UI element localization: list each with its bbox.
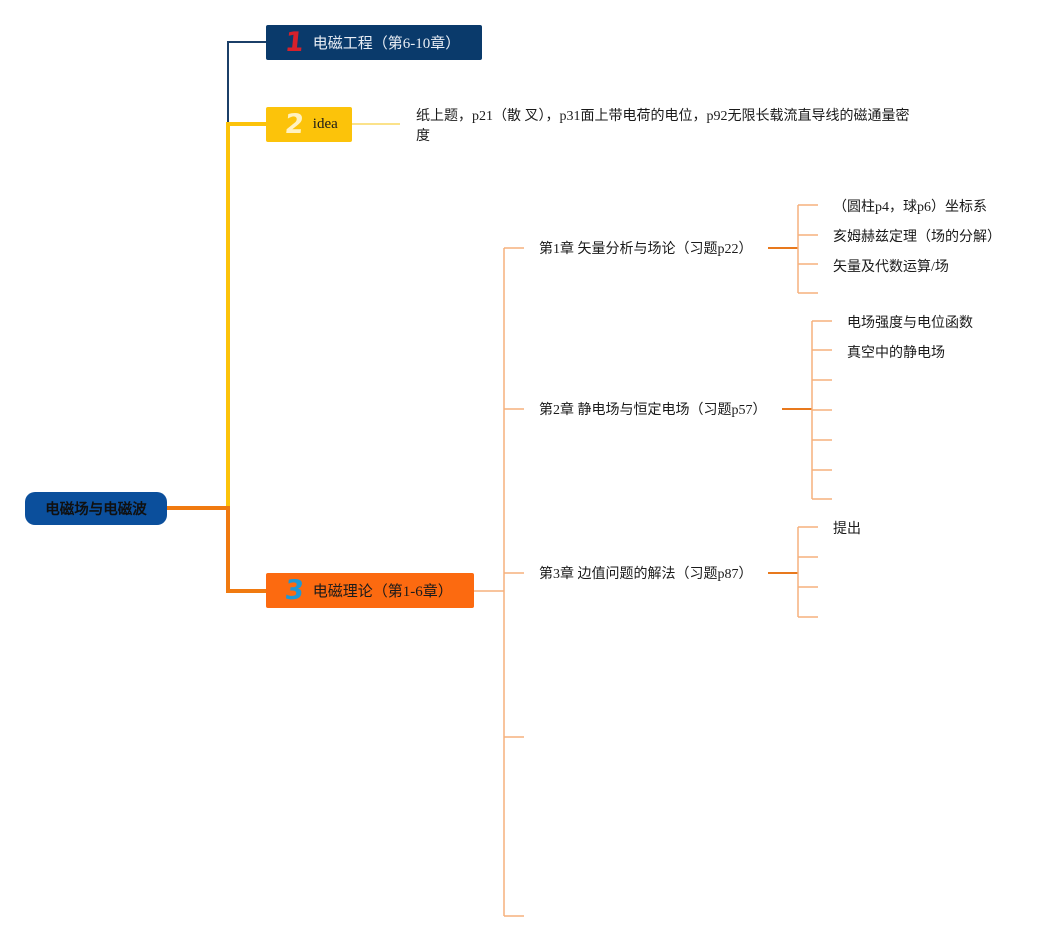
chapter-3-topic-1[interactable]: 提出: [833, 522, 861, 537]
branch-label-2: idea: [312, 116, 338, 132]
chapter-node-3[interactable]: 第3章 边值问题的解法（习题p87）: [539, 567, 753, 582]
chapter-1-topic-2[interactable]: 亥姆赫兹定理（场的分解）: [833, 230, 1001, 245]
branch-node-1[interactable]: 1 电磁工程（第6-10章）: [266, 25, 482, 60]
chapter-node-1[interactable]: 第1章 矢量分析与场论（习题p22）: [539, 242, 753, 257]
root-label: 电磁场与电磁波: [45, 502, 147, 518]
connector-branch-3: [167, 506, 266, 593]
branch-label-3: 电磁理论（第1-6章）: [312, 584, 453, 600]
branch-node-2[interactable]: 2 idea: [266, 107, 352, 142]
connector-branch-1: [227, 41, 266, 125]
connector-branch-2: [167, 122, 266, 510]
branch-node-3[interactable]: 3 电磁理论（第1-6章）: [266, 573, 474, 608]
root-node[interactable]: 电磁场与电磁波: [25, 492, 167, 525]
branch-label-1: 电磁工程（第6-10章）: [312, 36, 461, 52]
idea-note[interactable]: 纸上题，p21（散 叉），p31面上带电荷的电位，p92无限长载流直导线的磁通量…: [416, 109, 910, 144]
chapter-2-topic-1[interactable]: 电场强度与电位函数: [847, 316, 973, 331]
chapter-1-topic-3[interactable]: 矢量及代数运算/场: [833, 260, 949, 275]
branch-number-2: 2: [283, 109, 306, 140]
branch-number-1: 1: [283, 27, 306, 58]
chapter-node-2[interactable]: 第2章 静电场与恒定电场（习题p57）: [539, 403, 767, 418]
chapter-2-topic-2[interactable]: 真空中的静电场: [847, 346, 945, 361]
chapter-1-topic-1[interactable]: （圆柱p4，球p6）坐标系: [833, 200, 987, 215]
branch-number-3: 3: [283, 575, 306, 606]
